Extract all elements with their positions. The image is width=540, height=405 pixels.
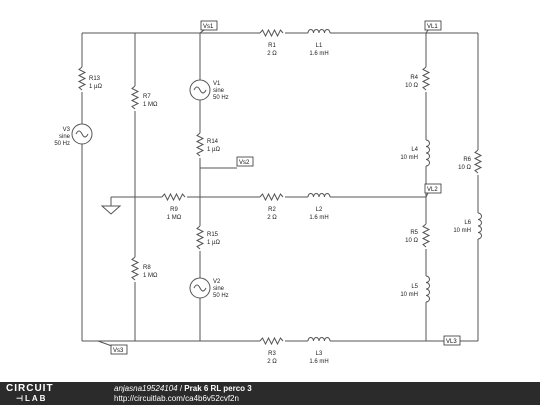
label-r2-value: 2 Ω [267,215,277,221]
label-r2-name: R2 [268,207,276,213]
label-l5-value: 10 mH [400,292,418,298]
label-v3-type: sine [59,134,71,140]
inductor-l6[interactable] [477,212,482,240]
label-r3-value: 2 Ω [267,359,277,365]
tag-vs1[interactable]: Vs1 [199,20,218,34]
tag-vl2[interactable]: VL2 [424,183,442,198]
circuit-title: Prak 6 RL perco 3 [184,384,252,393]
label-r1-value: 2 Ω [267,51,277,57]
tag-vl1[interactable]: VL1 [424,20,442,34]
resistor-r7[interactable] [130,85,140,110]
ac-source-v2[interactable] [189,277,211,299]
tag-vs1-text: Vs1 [203,24,214,30]
schematic-canvas: Vs1 Vs2 Vs3 VL1 VL2 VL3 R1 2 Ω L1 1.6 mH… [54,20,483,365]
label-r14-name: R14 [207,139,219,145]
circuitlab-logo[interactable]: CIRCUIT ⊣LAB [6,383,96,404]
tag-vs3-text: Vs3 [113,348,124,354]
label-r9-name: R9 [170,207,178,213]
label-r8-name: R8 [143,265,151,271]
resistor-r1[interactable] [259,28,284,38]
label-v1-name: V1 [213,81,221,87]
resistor-r9[interactable] [161,192,186,202]
footer-bar: CIRCUIT ⊣LAB anjasna19524104 / Prak 6 RL… [0,382,540,405]
label-l6-name: L6 [464,220,471,226]
label-l5-name: L5 [411,284,418,290]
label-v3-freq: 50 Hz [54,141,70,147]
label-v1-freq: 50 Hz [213,95,229,101]
logo-text-top: CIRCUIT [6,383,54,394]
label-r4-value: 10 Ω [405,83,418,89]
label-r4-name: R4 [410,75,418,81]
circuit-schematic: Vs1 Vs2 Vs3 VL1 VL2 VL3 R1 2 Ω L1 1.6 mH… [54,20,483,365]
label-r6-name: R6 [463,157,471,163]
label-l6-value: 10 mH [453,228,471,234]
label-r8-value: 1 MΩ [143,273,158,279]
tag-vl2-text: VL2 [427,187,438,193]
footer-info: anjasna19524104 / Prak 6 RL perco 3 http… [114,384,252,404]
component-labels: R1 2 Ω L1 1.6 mH R2 2 Ω L2 1.6 mH R3 2 Ω… [54,43,471,365]
label-r13-value: 1 µΩ [89,84,102,90]
ground-symbol [100,205,122,215]
resistor-r8[interactable] [130,256,140,281]
author-link[interactable]: anjasna19524104 [114,384,178,393]
label-l1-name: L1 [316,43,323,49]
resistor-r15[interactable] [195,225,205,250]
inductor-l4[interactable] [425,139,430,167]
label-r13-name: R13 [89,76,101,82]
logo-text-bottom: ⊣LAB [6,394,47,403]
resistor-r5[interactable] [421,223,431,248]
inductor-l1[interactable] [307,29,331,34]
label-l3-value: 1.6 mH [309,359,328,365]
label-r6-value: 10 Ω [458,165,471,171]
resistor-r4[interactable] [421,66,431,91]
label-v2-name: V2 [213,279,221,285]
label-r3-name: R3 [268,351,276,357]
label-r9-value: 1 MΩ [167,215,182,221]
ac-source-v3[interactable] [71,123,93,145]
circuit-url-link[interactable]: http://circuitlab.com/ca4b6v52cvf2n [114,394,239,403]
logo-text-lab: ⊣LAB [16,394,48,403]
tag-vl3-text: VL3 [446,339,457,345]
inductor-l5[interactable] [425,275,430,303]
label-v2-freq: 50 Hz [213,293,229,299]
title-separator: / [177,384,185,393]
tag-vl1-text: VL1 [427,24,438,30]
tag-vl3[interactable]: VL3 [426,335,461,346]
label-v2-type: sine [213,286,225,292]
resistor-r14[interactable] [195,132,205,157]
label-r14-value: 1 µΩ [207,147,220,153]
resistor-r13[interactable] [77,66,87,91]
label-r7-name: R7 [143,94,151,100]
inductor-l3[interactable] [307,337,331,342]
label-l4-value: 10 mH [400,155,418,161]
label-l1-value: 1.6 mH [309,51,328,57]
tag-vs2-text: Vs2 [239,160,250,166]
label-l2-value: 1.6 mH [309,215,328,221]
resistor-r3[interactable] [259,336,284,346]
label-r5-value: 10 Ω [405,238,418,244]
label-r7-value: 1 MΩ [143,102,158,108]
resistor-r6[interactable] [473,149,483,174]
label-r1-name: R1 [268,43,276,49]
tag-vs2[interactable]: Vs2 [236,156,254,167]
tag-vs3[interactable]: Vs3 [97,340,128,355]
label-v3-name: V3 [63,127,71,133]
wires [81,32,479,342]
label-r15-name: R15 [207,232,219,238]
label-l3-name: L3 [316,351,323,357]
label-v1-type: sine [213,88,225,94]
ac-source-v1[interactable] [189,79,211,101]
inductor-l2[interactable] [307,193,331,198]
label-l4-name: L4 [411,147,418,153]
label-l2-name: L2 [316,207,323,213]
resistor-r2[interactable] [259,192,284,202]
label-r15-value: 1 µΩ [207,240,220,246]
label-r5-name: R5 [410,230,418,236]
